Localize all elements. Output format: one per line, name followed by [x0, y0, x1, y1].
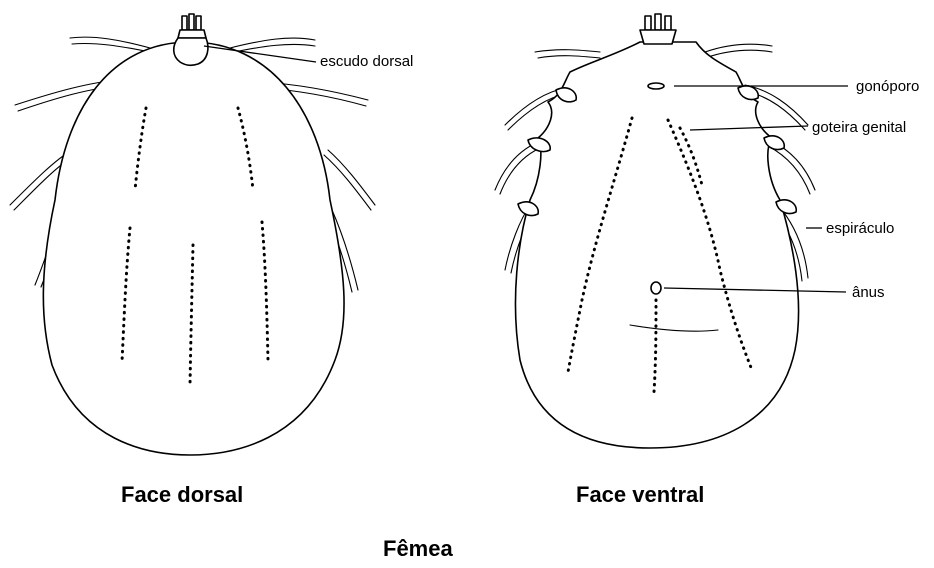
ventral-body-outline	[515, 42, 798, 448]
label-anus: ânus	[852, 284, 885, 301]
dorsal-capitulum	[178, 14, 206, 38]
caption-title-femea: Fêmea	[383, 536, 453, 562]
dorsal-view: escudo dorsal	[10, 14, 413, 455]
dorsal-shield	[174, 38, 208, 65]
ventral-capitulum	[640, 14, 676, 44]
ventral-view: gonóporo goteira genital espiráculo ânus	[495, 14, 919, 448]
caption-face-ventral: Face ventral	[576, 482, 704, 508]
label-goteira-genital: goteira genital	[812, 119, 906, 136]
label-gonoporo: gonóporo	[856, 78, 919, 95]
caption-face-dorsal: Face dorsal	[121, 482, 243, 508]
label-escudo-dorsal: escudo dorsal	[320, 53, 413, 70]
label-espiraculo: espiráculo	[826, 220, 894, 237]
dorsal-body-outline	[43, 42, 344, 455]
